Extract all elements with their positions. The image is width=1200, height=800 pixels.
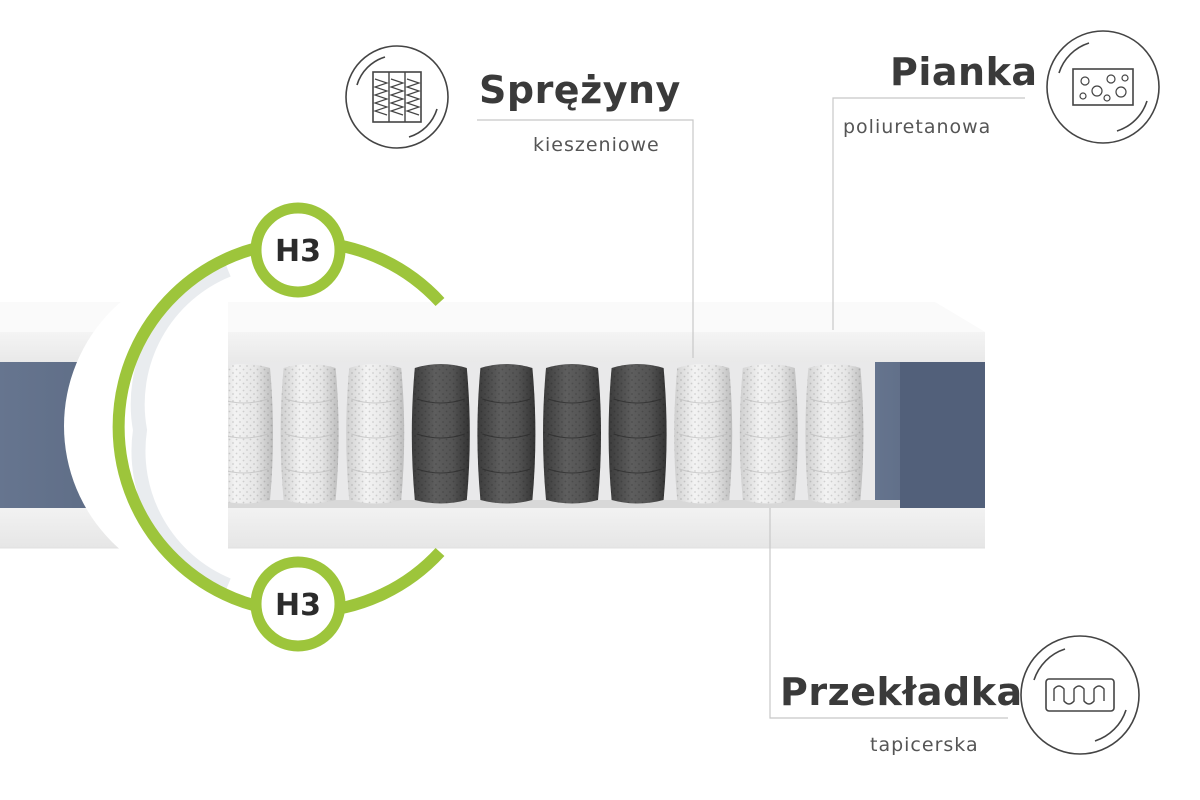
foam-subtitle: poliuretanowa: [843, 116, 991, 138]
spring-pocket: [346, 364, 404, 504]
springs-title: Sprężyny: [479, 68, 681, 112]
foam-title: Pianka: [890, 50, 1038, 94]
firmness-top-label: H3: [275, 234, 321, 269]
spring-pocket: [609, 364, 667, 504]
firmness-badge-top: H3: [256, 208, 340, 292]
foam-bubbles-icon: [1047, 31, 1159, 143]
springs-subtitle: kieszeniowe: [533, 134, 660, 156]
spring-pocket: [412, 364, 470, 504]
insert-subtitle: tapicerska: [870, 734, 979, 756]
spring-pocket: [740, 364, 798, 504]
pocket-springs-icon: [346, 46, 448, 148]
firmness-bottom-label: H3: [275, 588, 321, 623]
firmness-badge-bottom: H3: [256, 562, 340, 646]
upholstery-insert-icon: [1021, 636, 1139, 754]
spring-pocket: [477, 364, 535, 504]
insert-title: Przekładka: [780, 670, 1023, 714]
spring-pocket: [674, 364, 732, 504]
spring-pocket: [805, 364, 863, 504]
spring-pocket: [543, 364, 601, 504]
spring-pocket: [281, 364, 339, 504]
